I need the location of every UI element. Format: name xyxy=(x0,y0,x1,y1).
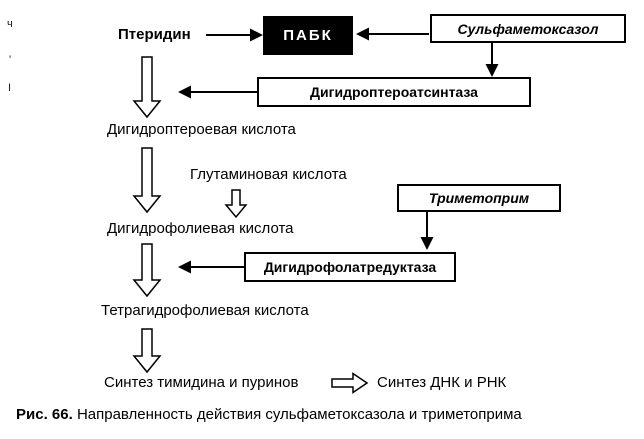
node-paba: ПАБК xyxy=(263,16,353,55)
flow-arrow-dihydrofolic-to-tetrahydrofolic xyxy=(132,243,162,298)
arrow-trimethoprim-to-reductase xyxy=(420,212,434,250)
node-thymidine-purine-synthesis: Синтез тимидина и пуринов xyxy=(104,374,299,391)
flow-arrow-pteridine-to-dihydropteroic xyxy=(132,56,162,119)
scan-artifact: ч xyxy=(7,18,13,30)
scan-artifact: I xyxy=(8,82,12,94)
figure-caption-text: Направленность действия сульфаметоксазол… xyxy=(76,406,522,423)
figure-caption: Рис. 66. Направленность действия сульфам… xyxy=(16,406,522,423)
flow-arrow-glutamic-acid-join xyxy=(224,189,248,219)
arrow-synthase-inhibits-step1 xyxy=(178,85,257,99)
node-pteridine: Птеридин xyxy=(118,26,191,43)
node-glutamic-acid: Глутаминовая кислота xyxy=(190,166,347,183)
flow-arrow-synthesis-to-dna-rna xyxy=(331,372,369,394)
node-trimethoprim: Триметоприм xyxy=(397,184,561,212)
arrow-reductase-inhibits-step3 xyxy=(178,260,244,274)
node-dihydropteroate-synthase: Дигидроптероатсинтаза xyxy=(257,77,531,107)
arrow-sulfamethoxazole-to-synthase xyxy=(485,43,499,77)
figure-number: Рис. 66. xyxy=(16,406,73,423)
node-sulfamethoxazole: Сульфаметоксазол xyxy=(430,14,626,43)
scan-artifact: ' xyxy=(9,54,12,66)
node-dihydrofolic-acid: Дигидрофолиевая кислота xyxy=(107,220,294,237)
flow-arrow-dihydropteroic-to-dihydrofolic xyxy=(132,147,162,214)
flow-arrow-tetrahydrofolic-to-synthesis xyxy=(132,328,162,374)
node-dna-rna-synthesis: Синтез ДНК и РНК xyxy=(377,374,507,391)
node-dihydropteroic-acid: Дигидроптероевая кислота xyxy=(107,121,296,138)
node-tetrahydrofolic-acid: Тетрагидрофолиевая кислота xyxy=(101,302,309,319)
arrow-pteridine-to-paba xyxy=(206,28,263,42)
arrow-sulfamethoxazole-to-paba xyxy=(356,27,429,41)
node-dihydrofolate-reductase: Дигидрофолатредуктаза xyxy=(244,252,456,282)
